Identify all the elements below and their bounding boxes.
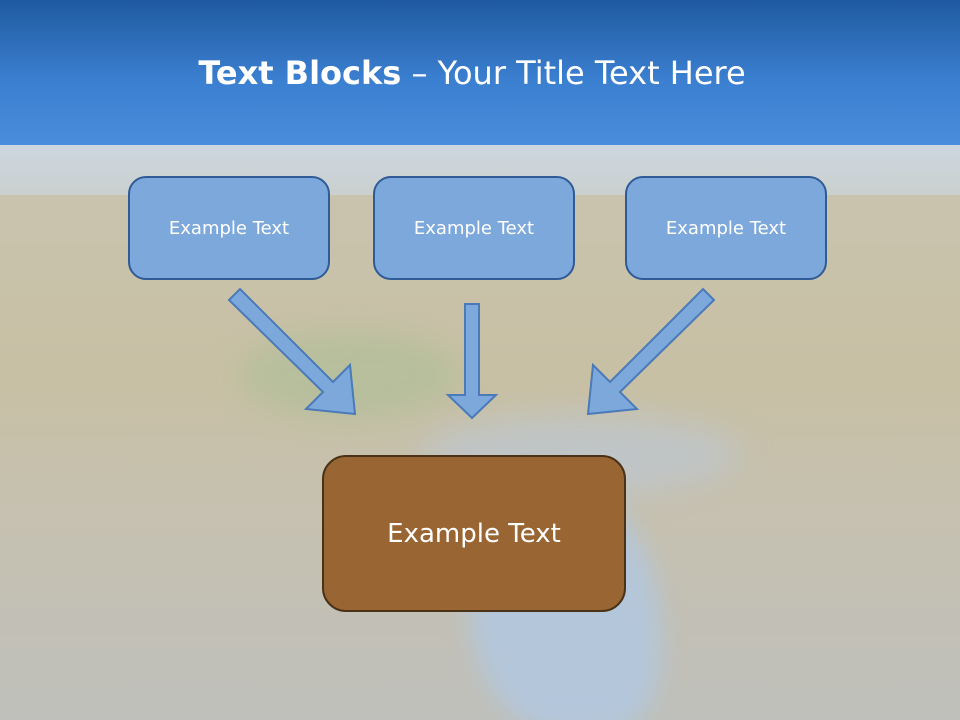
title-bold-part: Text Blocks — [198, 54, 402, 92]
text-block-center-label: Example Text — [413, 217, 535, 239]
text-block-center[interactable]: Example Text — [373, 176, 575, 280]
arrow-down-center — [445, 303, 499, 420]
text-block-right[interactable]: Example Text — [625, 176, 827, 280]
slide-title: Text Blocks – Your Title Text Here — [0, 54, 944, 92]
arrow-right-diagonal — [586, 287, 716, 416]
arrow-left-diagonal — [227, 287, 357, 416]
text-block-result-label: Example Text — [387, 518, 561, 549]
text-block-left[interactable]: Example Text — [128, 176, 330, 280]
title-bar: Text Blocks – Your Title Text Here — [0, 0, 960, 145]
text-block-left-label: Example Text — [168, 217, 290, 239]
text-block-right-label: Example Text — [665, 217, 787, 239]
title-rest-part: – Your Title Text Here — [401, 54, 746, 92]
text-block-result[interactable]: Example Text — [322, 455, 626, 612]
